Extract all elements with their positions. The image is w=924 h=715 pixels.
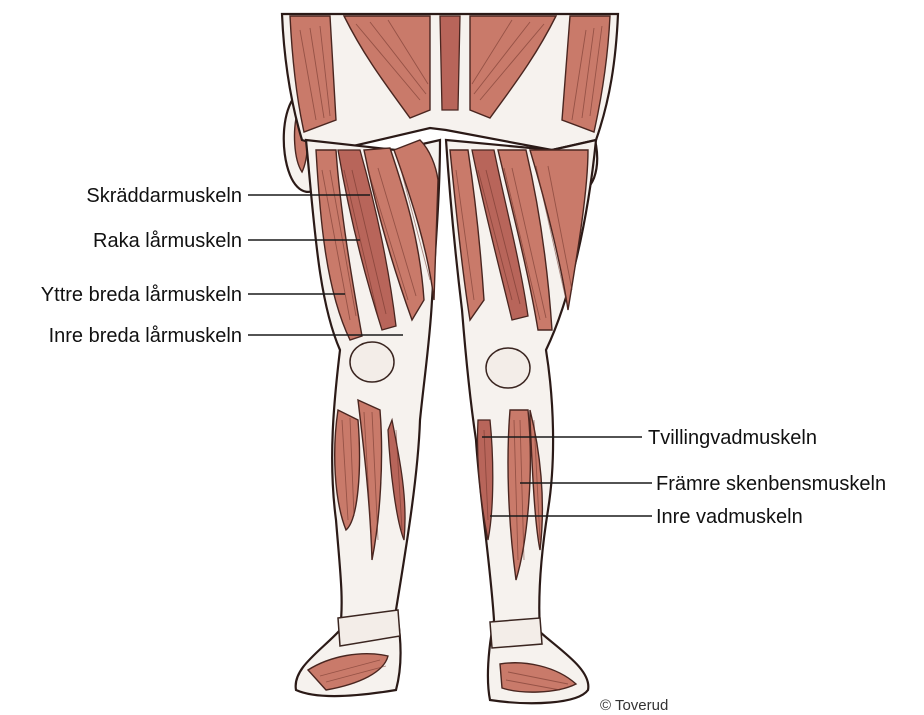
copyright-credit: © Toverud bbox=[600, 697, 668, 714]
label-tvillingvadmuskeln: Tvillingvadmuskeln bbox=[648, 427, 817, 449]
right-leg-illustration bbox=[296, 140, 440, 696]
pelvis-illustration bbox=[282, 14, 618, 150]
label-yttre-breda-larmuskeln: Yttre breda lårmuskeln bbox=[41, 284, 242, 306]
label-framre-skenbensmuskeln: Främre skenbensmuskeln bbox=[656, 473, 886, 495]
label-inre-vadmuskeln: Inre vadmuskeln bbox=[656, 506, 803, 528]
label-inre-breda-larmuskeln: Inre breda lårmuskeln bbox=[49, 325, 242, 347]
label-raka-larmuskeln: Raka lårmuskeln bbox=[93, 230, 242, 252]
left-leg-illustration bbox=[446, 140, 596, 703]
label-skraddarmuskeln: Skräddarmuskeln bbox=[86, 185, 242, 207]
